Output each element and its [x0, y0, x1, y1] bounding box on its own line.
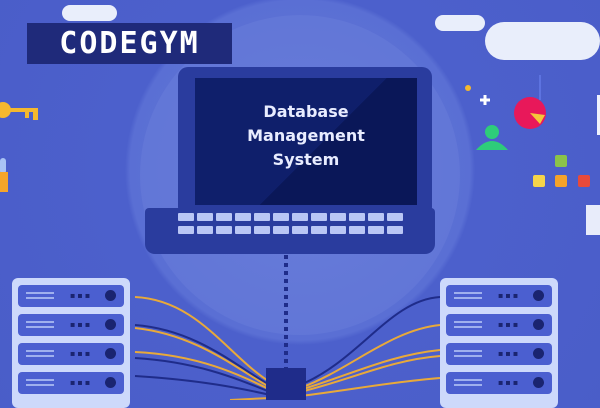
network-hub — [266, 368, 306, 400]
server-icon: ▪▪▪ ▪▪▪ ▪▪▪ ▪▪▪ — [440, 278, 558, 408]
cloud-icon — [62, 5, 117, 21]
vertical-cable — [284, 255, 288, 370]
keyboard-keys — [178, 213, 428, 234]
lock-icon — [0, 158, 8, 192]
codegym-logo: CODEGYM — [27, 23, 232, 64]
document-icon — [597, 95, 600, 135]
server-icon: ▪▪▪ ▪▪▪ ▪▪▪ ▪▪▪ — [12, 278, 130, 408]
user-icon — [476, 125, 508, 150]
key-icon — [0, 102, 38, 120]
laptop-screen — [195, 78, 417, 205]
decorations-right — [465, 75, 600, 235]
envelope-icon — [586, 205, 600, 235]
org-chart-icon — [533, 155, 590, 187]
cloud-icon — [435, 15, 485, 31]
logo-text: CODEGYM — [59, 26, 200, 61]
sparkle-icon — [480, 95, 490, 105]
cloud-icon — [485, 22, 600, 60]
screen-title: Database Management System — [247, 102, 365, 169]
dot-icon — [465, 85, 471, 91]
